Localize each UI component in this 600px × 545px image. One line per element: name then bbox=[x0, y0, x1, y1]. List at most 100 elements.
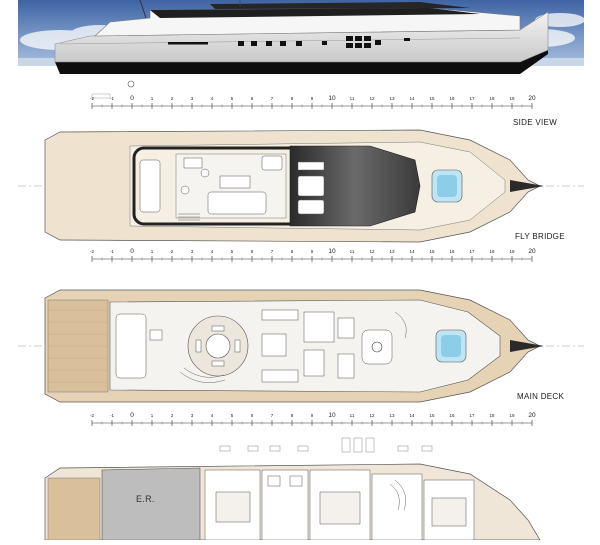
main-deck-label: MAIN DECK bbox=[517, 392, 565, 401]
lower-aft-deck bbox=[47, 477, 101, 541]
hull-windows bbox=[168, 36, 410, 48]
main-aft-teak-lines bbox=[48, 309, 108, 383]
scale-tick-label: 18 bbox=[489, 96, 495, 101]
main-bow-jacuzzi-water bbox=[441, 335, 461, 357]
scale-tick-label: 11 bbox=[350, 413, 355, 418]
engine-room-label: E.R. bbox=[136, 494, 155, 504]
main-helm bbox=[361, 329, 393, 365]
scale-tick-label: 7 bbox=[271, 413, 274, 418]
scale-tick-label: 17 bbox=[469, 249, 475, 254]
fly-stairs bbox=[178, 213, 200, 221]
scale-tick-label: 11 bbox=[350, 249, 355, 254]
scale-tick-label: 1 bbox=[151, 413, 154, 418]
main-stairs bbox=[179, 311, 407, 383]
scale-tick-label: 17 bbox=[469, 413, 475, 418]
main-bow-anchor bbox=[510, 340, 544, 352]
scale-tick-label: 15 bbox=[429, 249, 435, 254]
lower-stairs bbox=[389, 479, 406, 511]
scale-tick-label: 1 bbox=[151, 96, 154, 101]
scale-tick-label: 19 bbox=[509, 96, 515, 101]
scale-tick-label: 6 bbox=[251, 249, 254, 254]
flybridge-roof bbox=[210, 2, 470, 9]
scale-tick-label: 5 bbox=[231, 413, 234, 418]
scale-tick-label: 19 bbox=[509, 413, 515, 418]
scale-tick-label: 18 bbox=[489, 249, 495, 254]
side-view-label: SIDE VIEW bbox=[513, 118, 558, 127]
scale-tick-label: 0 bbox=[130, 248, 134, 255]
scale-tick-label: 13 bbox=[389, 413, 395, 418]
scale-tick-label: 20 bbox=[528, 248, 536, 255]
scale-tick-label: 6 bbox=[251, 413, 254, 418]
scale-tick-label: 14 bbox=[409, 96, 415, 101]
scale-tick-label: 7 bbox=[271, 96, 274, 101]
scale-marker bbox=[127, 80, 135, 88]
scale-tick-label: 8 bbox=[291, 96, 294, 101]
scale-tick-label: -2 bbox=[90, 413, 94, 418]
scale-tick-label: 3 bbox=[191, 96, 194, 101]
scale-tick-label: 0 bbox=[130, 412, 134, 419]
scale-tick-label: 6 bbox=[251, 96, 254, 101]
scale-tick-label: 18 bbox=[489, 413, 495, 418]
side-glazing bbox=[150, 8, 480, 18]
fly-bridge-label: FLY BRIDGE bbox=[515, 232, 565, 241]
fly-bow-anchor bbox=[510, 180, 544, 192]
main-deck-plan bbox=[18, 289, 584, 403]
scale-tick-label: 12 bbox=[369, 249, 375, 254]
main-dining-table bbox=[205, 333, 231, 359]
scale-tick-label: 13 bbox=[389, 249, 395, 254]
scale-tick-label: 20 bbox=[528, 412, 536, 419]
scale-tick-label: 8 bbox=[291, 413, 294, 418]
scale-tick-label: 19 bbox=[509, 249, 515, 254]
scale-tick-label: 10 bbox=[328, 412, 336, 419]
scale-tick-label: 16 bbox=[449, 96, 455, 101]
scale-tick-label: 2 bbox=[171, 249, 174, 254]
scale-tick-label: 8 bbox=[291, 249, 294, 254]
scale-tick-label: 13 bbox=[389, 96, 395, 101]
side-view bbox=[18, 0, 585, 74]
scale-tick-label: 20 bbox=[528, 95, 536, 102]
scale-tick-label: -1 bbox=[110, 96, 114, 101]
main-cockpit-seat bbox=[115, 313, 147, 379]
scale-tick-label: 3 bbox=[191, 413, 194, 418]
scale-tick-label: 15 bbox=[429, 96, 435, 101]
scale-tick-label: 16 bbox=[449, 413, 455, 418]
engine-room bbox=[101, 467, 201, 541]
scale-tick-label: 15 bbox=[429, 413, 435, 418]
rail bbox=[59, 37, 521, 45]
scale-tick-label: 9 bbox=[311, 249, 314, 254]
fly-furniture bbox=[139, 155, 325, 215]
scale-tick-label: 10 bbox=[328, 95, 336, 102]
mast bbox=[139, 0, 147, 19]
lower-deck-small-boxes bbox=[219, 437, 433, 453]
lower-cabins bbox=[204, 469, 475, 541]
scale-tick-label: 4 bbox=[211, 96, 214, 101]
main-dining-chairs bbox=[195, 325, 241, 367]
scale-tick-label: 14 bbox=[409, 249, 415, 254]
scale-tick-label: 4 bbox=[211, 413, 214, 418]
scale-legend-box bbox=[91, 93, 111, 99]
scale-tick-label: -2 bbox=[90, 96, 94, 101]
fly-bridge-plan bbox=[18, 129, 584, 243]
scale-tick-label: -2 bbox=[90, 249, 94, 254]
lower-deck-plan bbox=[44, 437, 541, 541]
scale-tick-label: 14 bbox=[409, 413, 415, 418]
fly-jacuzzi-water bbox=[437, 175, 457, 197]
scale-tick-label: -1 bbox=[110, 249, 114, 254]
scale-tick-label: 0 bbox=[130, 95, 134, 102]
scale-tick-label: 10 bbox=[328, 248, 336, 255]
main-cockpit-table bbox=[149, 329, 163, 341]
scale-tick-label: 11 bbox=[350, 96, 355, 101]
scale-tick-label: -1 bbox=[110, 413, 114, 418]
scale-tick-label: 3 bbox=[191, 249, 194, 254]
scale-tick-label: 7 bbox=[271, 249, 274, 254]
scale-tick-label: 5 bbox=[231, 96, 234, 101]
scale-tick-label: 12 bbox=[369, 96, 375, 101]
main-helm-wheel bbox=[371, 341, 383, 353]
scale-tick-label: 17 bbox=[469, 96, 475, 101]
scale-tick-label: 9 bbox=[311, 413, 314, 418]
